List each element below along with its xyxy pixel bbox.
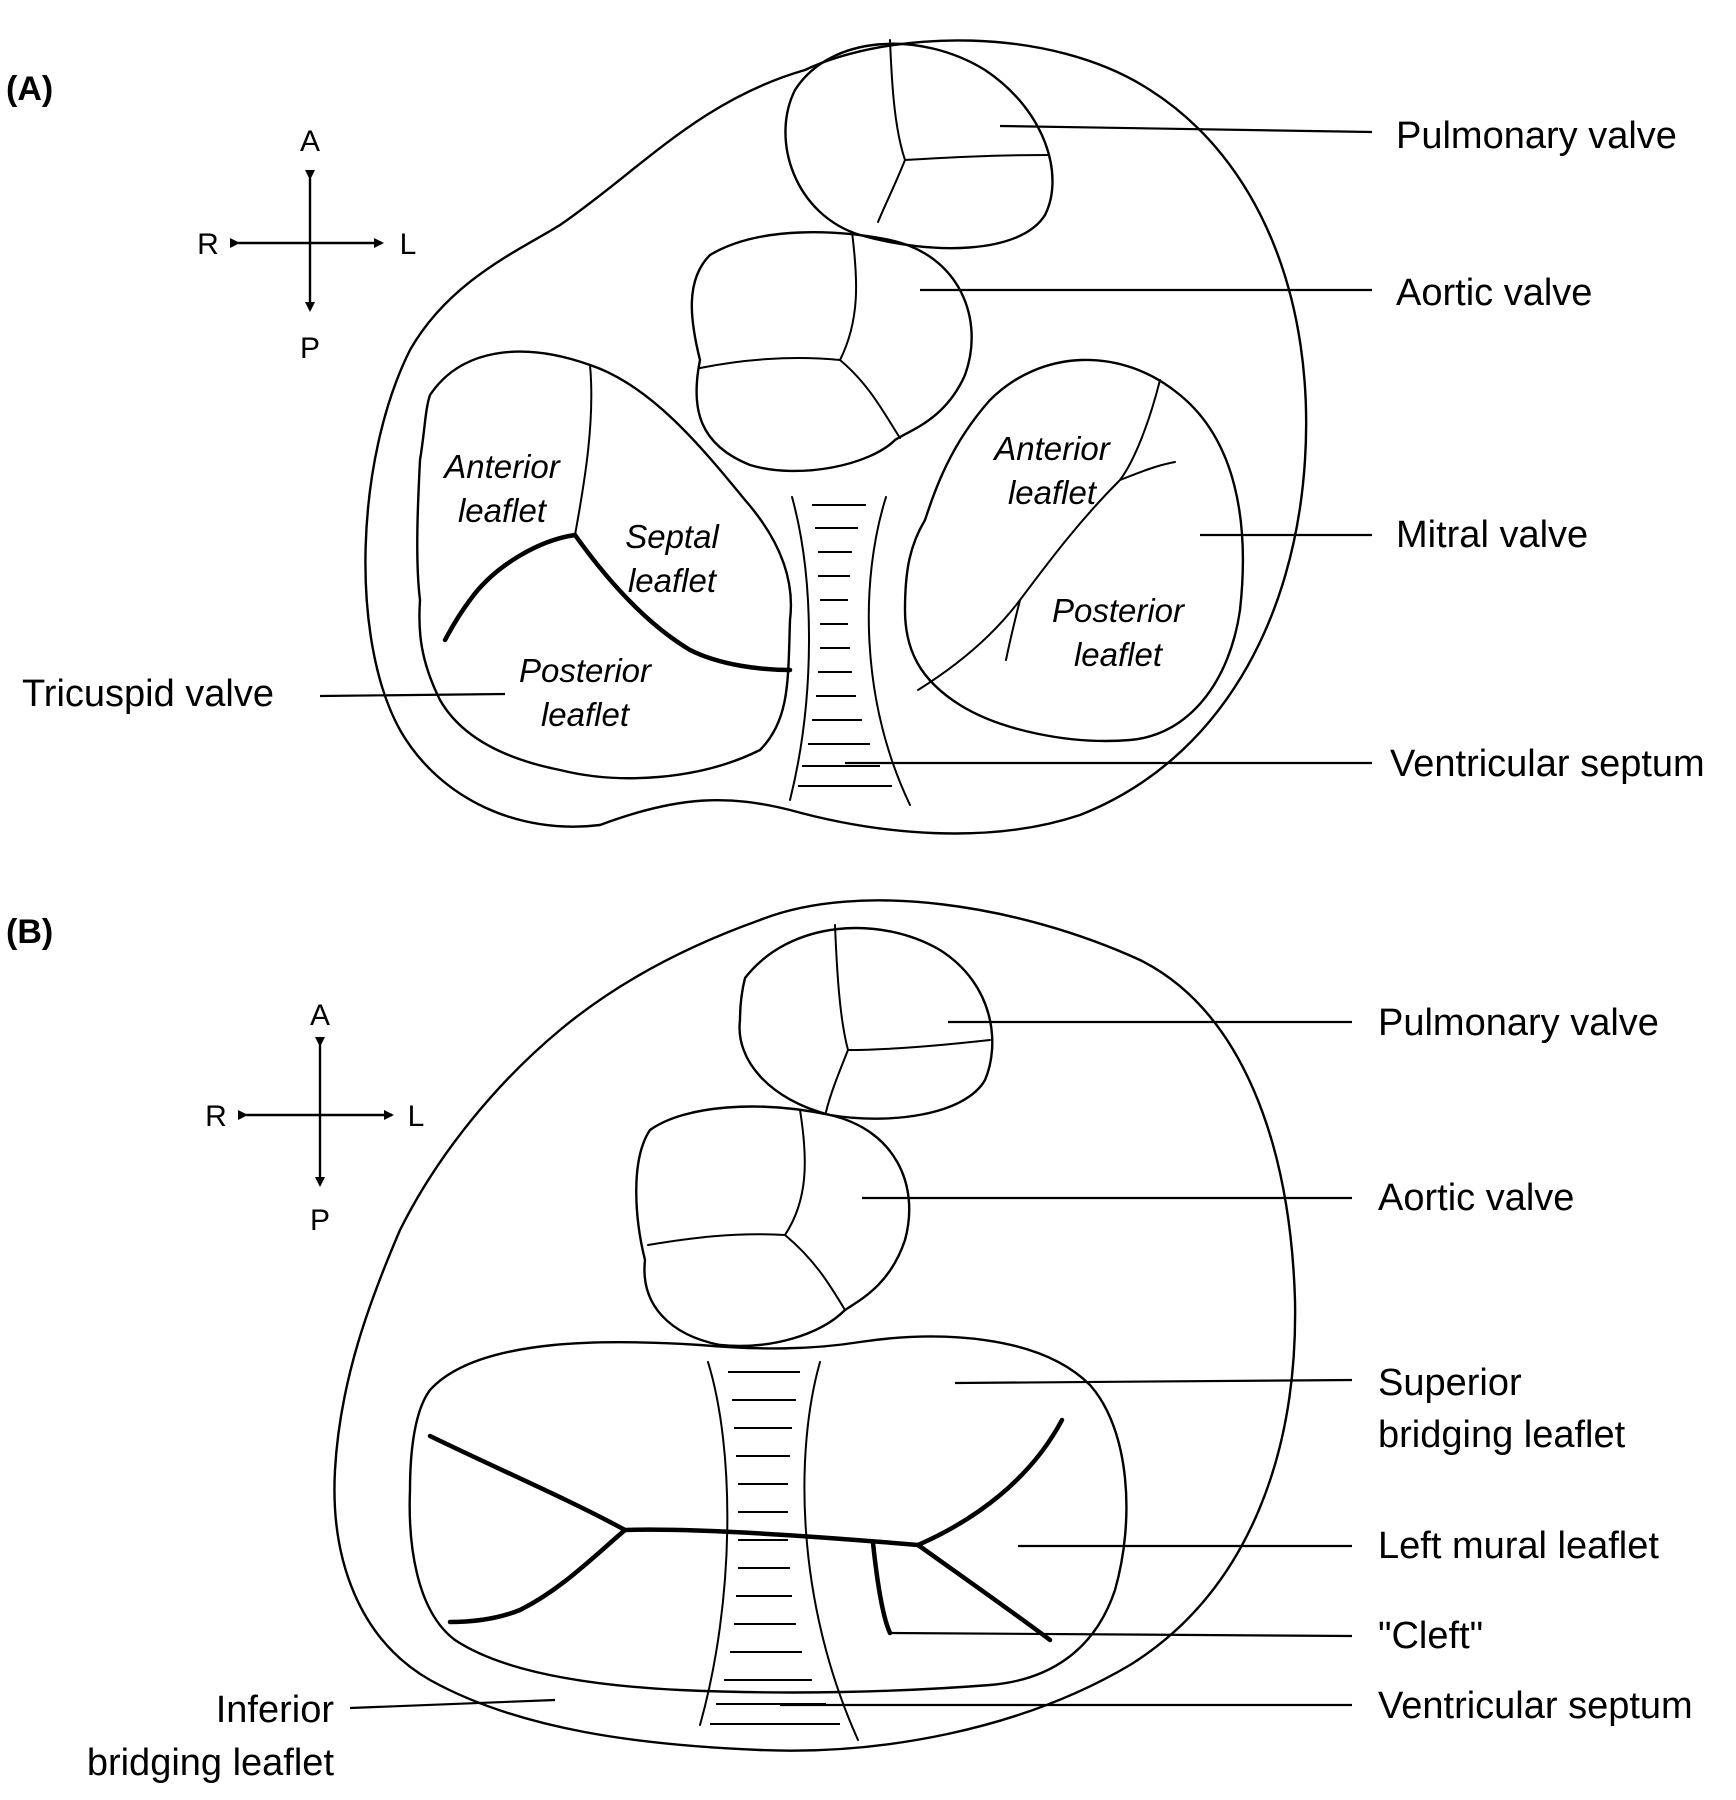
tricuspid-anterior-leaflet-line2: leaflet	[458, 492, 548, 529]
label-mitral-valve-a: Mitral valve	[1396, 514, 1588, 556]
label-cleft-b: "Cleft"	[1378, 1615, 1483, 1657]
label-inferior-bridging-leaflet-line2: bridging leaflet	[87, 1742, 335, 1784]
label-left-mural-leaflet-b: Left mural leaflet	[1378, 1525, 1659, 1567]
compass-anterior: A	[310, 999, 330, 1032]
septum-hatching-b	[710, 1371, 840, 1725]
common-av-valve-outline	[408, 1335, 1128, 1694]
tricuspid-septal-leaflet-line2: leaflet	[628, 562, 718, 599]
aortic-valve-b	[635, 1105, 911, 1348]
ventricular-septum-a	[789, 496, 911, 806]
label-pulmonary-valve-a: Pulmonary valve	[1396, 115, 1677, 157]
label-ventricular-septum-b: Ventricular septum	[1378, 1685, 1693, 1727]
cleft-line	[870, 1540, 893, 1636]
panel-b: (B) A P R L	[6, 899, 1693, 1784]
orientation-compass-b: A P R L	[205, 999, 424, 1237]
tricuspid-septal-leaflet-line1: Septal	[625, 518, 720, 555]
heart-outline-b	[333, 899, 1297, 1752]
orientation-compass-a: A P R L	[197, 125, 416, 365]
compass-posterior: P	[310, 1204, 330, 1237]
label-aortic-valve-a: Aortic valve	[1396, 272, 1592, 314]
label-superior-bridging-leaflet-line1: Superior	[1378, 1362, 1522, 1404]
tricuspid-anterior-leaflet-line1: Anterior	[442, 448, 562, 485]
label-aortic-valve-b: Aortic valve	[1378, 1177, 1574, 1219]
bridging-leaflet-commissures	[427, 1417, 1065, 1643]
panel-a-tag: (A)	[6, 70, 53, 108]
compass-anterior: A	[300, 125, 320, 158]
mitral-anterior-leaflet-line1: Anterior	[992, 430, 1112, 467]
leader-inferior-bridging-b	[349, 1698, 556, 1710]
mitral-posterior-leaflet-line1: Posterior	[1052, 592, 1186, 629]
label-inferior-bridging-leaflet-line1: Inferior	[216, 1689, 335, 1731]
tricuspid-posterior-leaflet-line2: leaflet	[541, 696, 631, 733]
label-tricuspid-valve-a: Tricuspid valve	[22, 673, 274, 715]
panel-a: (A) A P R L	[6, 39, 1705, 835]
aortic-valve-a	[690, 231, 973, 473]
label-pulmonary-valve-b: Pulmonary valve	[1378, 1002, 1659, 1044]
compass-right: R	[205, 1100, 227, 1133]
mitral-posterior-leaflet-line2: leaflet	[1074, 636, 1164, 673]
compass-right: R	[197, 228, 219, 261]
mitral-valve-a	[903, 358, 1245, 743]
ventricular-septum-b	[699, 1361, 859, 1741]
compass-left: L	[408, 1100, 425, 1133]
label-superior-bridging-leaflet-line2: bridging leaflet	[1378, 1414, 1626, 1456]
leader-cleft-b	[889, 1631, 1353, 1638]
leader-tricuspid-a	[319, 692, 506, 698]
compass-posterior: P	[300, 332, 320, 365]
compass-left: L	[400, 228, 417, 261]
pulmonary-valve-a	[784, 39, 1054, 250]
panel-b-tag: (B)	[6, 913, 53, 951]
tricuspid-valve-a	[416, 350, 793, 780]
mitral-anterior-leaflet-line2: leaflet	[1008, 474, 1098, 511]
leader-pulmonary-a	[999, 124, 1373, 134]
leader-superior-bridging-b	[954, 1378, 1353, 1385]
label-ventricular-septum-a: Ventricular septum	[1390, 743, 1705, 785]
tricuspid-posterior-leaflet-line1: Posterior	[519, 652, 653, 689]
pulmonary-valve-b	[738, 924, 994, 1120]
septum-hatching-a	[798, 504, 892, 787]
heart-outline-a	[364, 39, 1308, 835]
